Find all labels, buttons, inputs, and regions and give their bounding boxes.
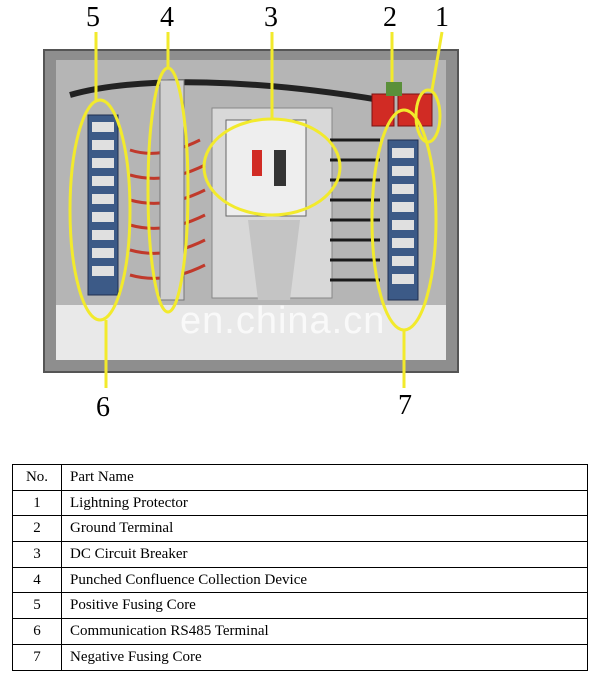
row-no: 7	[12, 643, 62, 671]
combiner-box-photo: 5 4 3 2 1 6 7 en.china.cn	[43, 2, 459, 423]
row-part-name: Lightning Protector	[61, 489, 588, 517]
row-part-name: Punched Confluence Collection Device	[61, 566, 588, 594]
table-row: 7 Negative Fusing Core	[12, 643, 588, 671]
callout-5: 5	[86, 2, 100, 33]
callout-2: 2	[383, 2, 397, 33]
table-row: 4 Punched Confluence Collection Device	[12, 566, 588, 594]
watermark: en.china.cn	[180, 300, 386, 342]
callout-7: 7	[398, 390, 412, 421]
row-no: 6	[12, 618, 62, 645]
row-part-name: Positive Fusing Core	[61, 592, 588, 620]
dc-breaker-toggle-right	[274, 150, 286, 186]
table-row: 2 Ground Terminal	[12, 515, 588, 543]
row-no: 4	[12, 566, 62, 594]
parts-table: No. Part Name 1 Lightning Protector 2 Gr…	[12, 464, 588, 671]
callout-1: 1	[435, 2, 449, 33]
ground-terminal-block	[371, 93, 395, 127]
ellipse-5	[68, 98, 132, 322]
table-row: 5 Positive Fusing Core	[12, 592, 588, 620]
callout-4: 4	[160, 2, 174, 33]
top-cable-bundle	[69, 79, 381, 103]
header-no: No.	[12, 464, 62, 491]
row-no: 3	[12, 541, 62, 568]
table-header-row: No. Part Name	[12, 464, 588, 491]
row-part-name: Communication RS485 Terminal	[61, 618, 588, 645]
callout-6: 6	[96, 392, 110, 423]
row-no: 2	[12, 515, 62, 543]
mounting-plate-cutout	[248, 220, 300, 300]
combiner-box-illustration	[43, 31, 459, 388]
row-part-name: DC Circuit Breaker	[61, 541, 588, 568]
dc-breaker-body	[225, 119, 307, 217]
header-part-name: Part Name	[61, 464, 588, 491]
lower-glare	[56, 305, 446, 360]
negative-fuse-slots	[392, 148, 414, 284]
row-no: 5	[12, 592, 62, 620]
dc-breaker-toggle-left	[252, 150, 262, 176]
callout-3: 3	[264, 2, 278, 33]
leader-lines	[94, 31, 444, 388]
row-part-name: Negative Fusing Core	[61, 643, 588, 671]
confluence-device	[159, 79, 185, 301]
table-row: 3 DC Circuit Breaker	[12, 541, 588, 568]
row-part-name: Ground Terminal	[61, 515, 588, 543]
positive-fuse-slots	[92, 122, 114, 276]
table-row: 6 Communication RS485 Terminal	[12, 618, 588, 645]
ground-terminal-green	[386, 82, 402, 96]
row-no: 1	[12, 489, 62, 517]
table-row: 1 Lightning Protector	[12, 489, 588, 517]
